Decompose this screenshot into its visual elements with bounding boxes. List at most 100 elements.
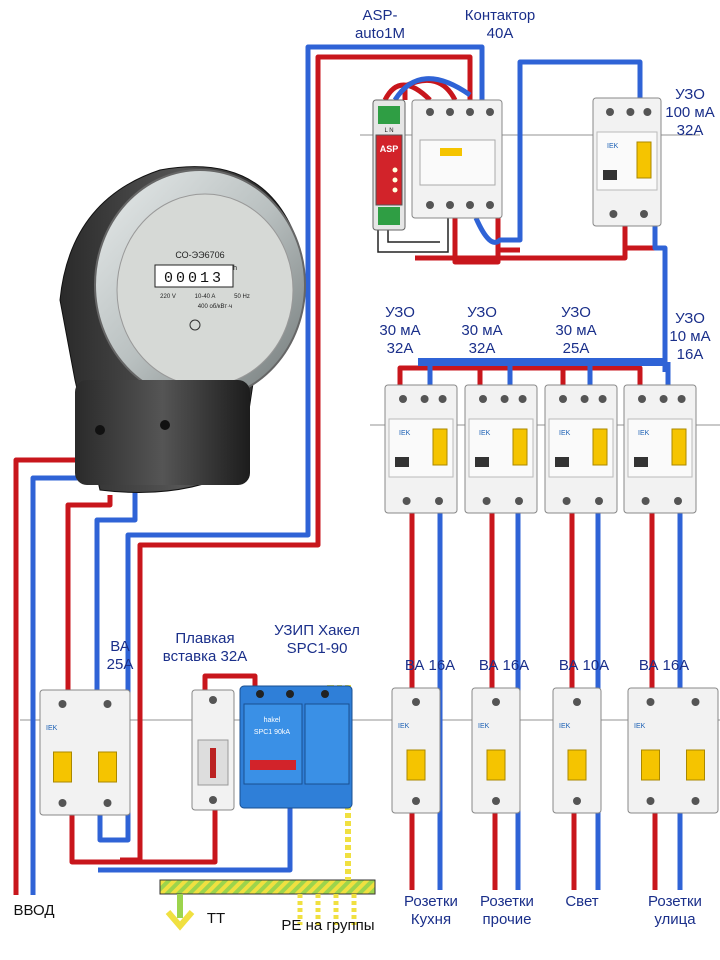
breaker-toggle-lever[interactable]	[486, 749, 506, 781]
brand-text: IEK	[559, 430, 571, 437]
breaker1-label: ВА 16А	[404, 657, 456, 674]
rcd-3-30ma: IEK	[544, 384, 618, 514]
pe-group-wires	[297, 894, 357, 925]
rcd-test-button[interactable]	[634, 457, 648, 467]
brand-text: IEK	[46, 725, 58, 732]
neutral-to-rcd-main	[473, 59, 643, 245]
meter-to-va-neutral	[94, 490, 138, 690]
breaker-toggle-lever[interactable]	[98, 751, 117, 783]
rcd-toggle-lever[interactable]	[592, 428, 608, 466]
contactor	[411, 99, 503, 219]
input-phase-wire	[13, 457, 103, 895]
rcd-test-button[interactable]	[395, 457, 409, 467]
lighting-label: Свет	[565, 893, 599, 910]
va-to-fuse-phase	[69, 790, 218, 865]
asp-led-icon	[392, 187, 398, 193]
brand-text: IEK	[634, 723, 646, 730]
rcd-main-phase-feed	[415, 225, 628, 261]
meter-frequency: 50 Hz	[234, 294, 250, 300]
rcd-test-button[interactable]	[603, 170, 617, 180]
asp-neutral-loop	[392, 76, 472, 102]
meter-digits: 00013	[164, 270, 224, 287]
asp-led-icon	[392, 177, 398, 183]
meter-to-va-phase	[65, 495, 113, 690]
pe-bus	[159, 879, 376, 895]
breaker-toggle-lever[interactable]	[53, 751, 72, 783]
rcd-test-button[interactable]	[555, 457, 569, 467]
phase-to-contactor	[120, 54, 473, 863]
brand-text: IEK	[398, 723, 410, 730]
rcd-1-30ma: IEK	[384, 384, 458, 514]
rcd-main-neutral-out	[652, 225, 668, 372]
tt-label: ТТ	[206, 910, 226, 927]
brand-text: IEK	[399, 430, 411, 437]
relay-control-wiring	[377, 218, 449, 253]
breaker-toggle-lever[interactable]	[567, 749, 587, 781]
asp-din-clip	[378, 207, 400, 225]
spd-status-window	[250, 760, 296, 770]
input-label: ВВОД	[13, 902, 55, 919]
rcd-toggle-lever[interactable]	[432, 428, 448, 466]
asp-front-panel	[375, 134, 403, 206]
asp-terminals: L N	[384, 128, 393, 134]
breaker4-label: ВА 16А	[638, 657, 690, 674]
meter-current: 10-40 A	[195, 294, 216, 300]
breaker-toggle-lever[interactable]	[686, 749, 705, 781]
meter-seal-icon	[189, 319, 201, 331]
meter-model: СО-ЭЭ6706	[175, 250, 224, 260]
fuse-to-spd-phase	[202, 673, 258, 700]
asp-relay: ASP L N	[372, 99, 406, 231]
breaker-toggle-lever[interactable]	[641, 749, 660, 781]
fuse-indicator	[210, 748, 216, 778]
pe-groups-label: PE на группы	[281, 917, 375, 934]
meter-voltage: 220 V	[160, 294, 176, 300]
fuse-holder	[191, 689, 235, 811]
meter-screw-icon	[160, 420, 170, 430]
tt-earth-arrow	[165, 910, 195, 931]
rcd-toggle-lever[interactable]	[671, 428, 687, 466]
neutral-to-contactor	[97, 44, 485, 843]
spd-hakel: hakel SPC1 90kA	[239, 685, 353, 809]
meter-rate: 400 об/кВт·ч	[198, 304, 232, 310]
asp-label: ASP-auto1M	[354, 7, 406, 42]
meter-counter	[154, 264, 234, 288]
rcd-toggle-lever[interactable]	[636, 141, 652, 179]
asp-brand: ASP	[380, 144, 399, 154]
breaker-1-va16: IEK	[391, 687, 441, 814]
meter-screw-icon	[95, 425, 105, 435]
rcd-test-button[interactable]	[475, 457, 489, 467]
breaker-3-va10: IEK	[552, 687, 602, 814]
breaker-toggle-lever[interactable]	[406, 749, 426, 781]
breaker3-label: ВА 10А	[558, 657, 610, 674]
brand-text: IEK	[479, 430, 491, 437]
breaker-group: IEK IEK IEK IEK IEK	[39, 687, 719, 816]
rcd-toggle-lever[interactable]	[512, 428, 528, 466]
brand-text: IEK	[478, 723, 490, 730]
brand-text: IEK	[559, 723, 571, 730]
brand-text: IEK	[638, 430, 650, 437]
neutral-to-spd	[98, 790, 293, 873]
spd-model: SPC1 90kA	[254, 729, 291, 736]
neutral-bus-drops	[427, 362, 671, 388]
input-neutral-wire	[30, 475, 95, 895]
breaker2-label: ВА 16А	[478, 657, 530, 674]
contactor-label-panel	[419, 139, 496, 186]
phase-bus	[397, 365, 643, 385]
asp-led-icon	[392, 167, 398, 173]
asp-din-clip	[378, 106, 400, 124]
spd-brand: hakel	[264, 717, 281, 724]
contactor-indicator	[440, 148, 462, 156]
meter-terminal-cover	[75, 380, 250, 485]
asp-phase-loop	[382, 82, 432, 102]
